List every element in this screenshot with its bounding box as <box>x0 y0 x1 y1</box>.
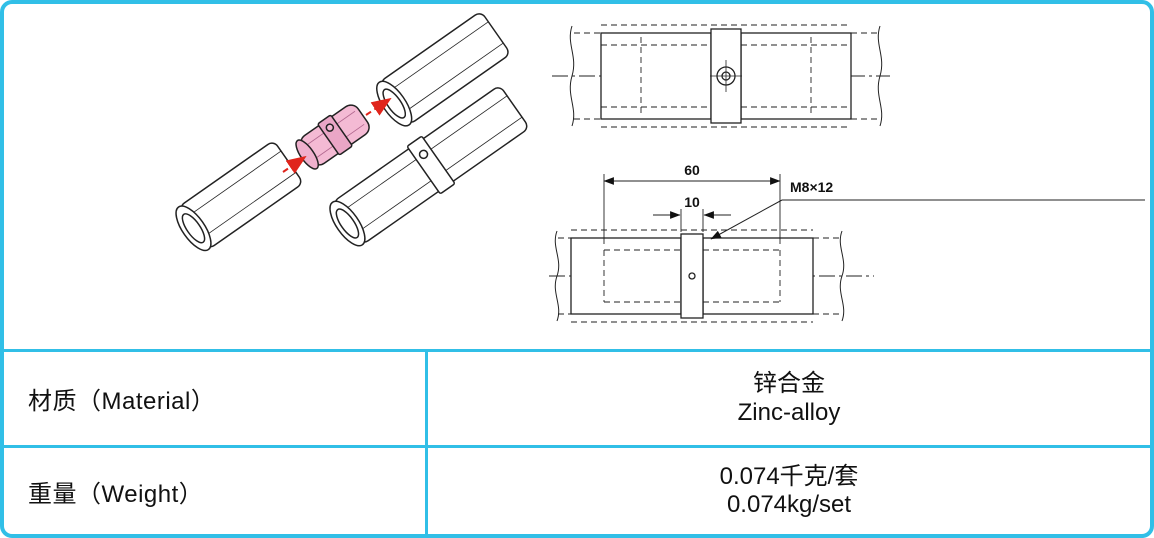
material-value: 锌合金 Zinc-alloy <box>425 352 1150 445</box>
technical-drawing: 60 10 M8×12 <box>175 13 1145 323</box>
tube-sketch-top <box>376 13 509 127</box>
thread-spec-label: M8×12 <box>790 179 833 195</box>
tube-sketch-left <box>175 142 302 252</box>
drawing-area: 60 10 M8×12 <box>4 4 1150 349</box>
dimension-10: 10 <box>653 194 731 232</box>
weight-value: 0.074千克/套 0.074kg/set <box>425 448 1150 534</box>
thread-callout: M8×12 <box>710 179 1145 240</box>
connector-sketch <box>295 104 370 170</box>
dimension-60: 60 <box>603 162 781 244</box>
material-value-en: Zinc-alloy <box>737 398 841 426</box>
weight-value-en: 0.074kg/set <box>726 491 852 518</box>
exploded-view <box>175 13 528 252</box>
dim-60-label: 60 <box>684 162 700 178</box>
material-label: 材质（Material） <box>28 388 216 415</box>
assembled-tube-sketch <box>329 87 528 247</box>
table-row-material: 材质（Material） 锌合金 Zinc-alloy <box>4 349 1150 445</box>
dimension-view: 60 10 M8×12 <box>549 162 1145 323</box>
assembly-direction-arrow <box>282 155 307 174</box>
weight-value-cn: 0.074千克/套 <box>719 462 859 490</box>
weight-label: 重量（Weight） <box>28 480 204 508</box>
table-row-weight: 重量（Weight） 0.074千克/套 0.074kg/set <box>4 445 1150 534</box>
spec-table: 材质（Material） 锌合金 Zinc-alloy 重量（Weight） 0… <box>4 349 1150 534</box>
assembly-direction-arrow <box>365 97 392 116</box>
material-value-cn: 锌合金 <box>753 370 825 398</box>
dim-10-label: 10 <box>684 194 700 210</box>
assembled-top-view <box>552 24 890 128</box>
